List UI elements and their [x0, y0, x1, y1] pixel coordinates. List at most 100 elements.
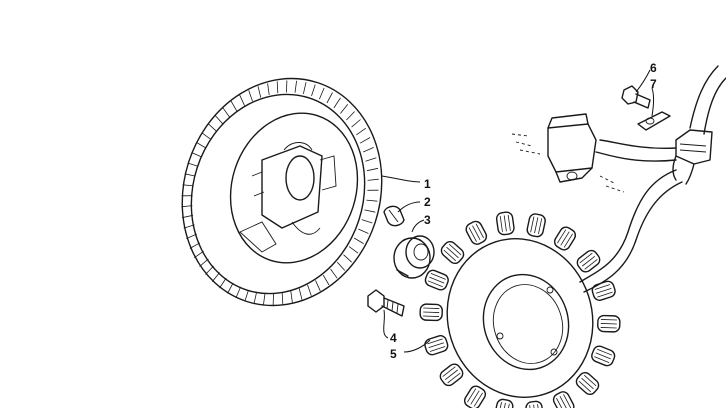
flywheel-tooth — [214, 115, 223, 125]
stator-pole — [575, 371, 600, 396]
stator-winding-line — [427, 338, 443, 345]
flywheel-tooth — [361, 219, 373, 224]
flywheel-tooth — [186, 233, 197, 239]
stator-winding-line — [563, 394, 572, 408]
stator-winding-line — [560, 231, 570, 246]
mounting-bolt — [367, 289, 405, 317]
flywheel-tooth — [359, 137, 371, 144]
callout-1: 1 — [424, 177, 431, 191]
spacer-collar — [393, 235, 435, 279]
stator-winding-line — [429, 276, 445, 284]
flywheel-tooth — [294, 80, 297, 93]
flywheel-tooth — [348, 246, 359, 254]
stator-winding-line — [600, 327, 617, 329]
flywheel-tooth — [330, 268, 338, 279]
screw-and-clamp — [621, 85, 671, 131]
stator-pole — [553, 226, 577, 251]
flywheel-tooth — [193, 250, 204, 259]
stator-winding-line — [505, 403, 510, 408]
stator-pole — [440, 240, 465, 265]
flywheel-tooth — [208, 123, 217, 132]
flywheel-tooth — [365, 157, 377, 162]
flywheel-tooth — [326, 92, 333, 104]
pickup-connector — [511, 113, 625, 193]
flywheel-tooth — [244, 289, 249, 302]
stator-winding-line — [556, 397, 565, 408]
stator-winding-line — [600, 319, 617, 321]
stator-winding-line — [423, 311, 440, 313]
flywheel-tooth — [333, 97, 341, 109]
stator-winding-line — [468, 227, 477, 242]
flywheel-tooth — [322, 274, 330, 286]
stator-winding-line — [503, 215, 507, 232]
stator-winding-line — [428, 342, 445, 349]
flywheel-tooth — [205, 265, 214, 275]
stator-winding-line — [448, 243, 462, 256]
stator-winding-line — [497, 401, 502, 408]
callout-3: 3 — [424, 213, 431, 227]
flywheel-tooth — [222, 107, 230, 118]
stator-winding-line — [475, 223, 484, 239]
flywheel-tooth — [272, 293, 274, 306]
stator-winding-line — [594, 356, 610, 363]
flywheel-tooth — [286, 80, 288, 93]
stator-pole — [597, 314, 621, 333]
flywheel-tooth — [230, 100, 238, 112]
flywheel-tooth — [191, 152, 202, 158]
flywheel-tooth — [303, 82, 307, 94]
stator-pole — [424, 335, 449, 356]
stator-winding-line — [507, 214, 511, 231]
stator-winding-line — [442, 366, 456, 377]
wiring-harness — [595, 65, 726, 185]
stator — [419, 169, 683, 408]
flywheel-tooth — [298, 288, 303, 300]
stator-winding-line — [597, 291, 613, 298]
stator-pole — [463, 385, 487, 408]
stator-pole — [495, 211, 515, 236]
stator-pole — [525, 400, 545, 408]
flywheel-tooth — [337, 261, 346, 271]
stator-winding-line — [594, 284, 611, 290]
flywheel-tooth — [181, 205, 193, 208]
stator-winding-line — [427, 280, 443, 288]
stator-winding-line — [472, 225, 481, 241]
flywheel-tooth — [263, 293, 266, 306]
flywheel-tooth — [253, 292, 257, 304]
stator-winding-line — [467, 388, 477, 403]
flywheel-tooth — [315, 280, 321, 292]
flywheel-tooth — [267, 83, 270, 95]
woodruff-key — [383, 205, 405, 227]
stator-winding-line — [534, 217, 539, 234]
flywheel-tooth — [346, 111, 355, 121]
stator-pole — [552, 391, 575, 408]
stator-winding-line — [597, 348, 613, 356]
stator-winding-line — [563, 233, 573, 248]
stator-pole — [494, 398, 514, 408]
stator-winding-line — [447, 372, 461, 384]
flywheel-tooth — [211, 272, 220, 282]
stator-pole — [439, 363, 464, 387]
flywheel-tooth — [311, 84, 316, 97]
callouts: 1 2 3 4 5 6 7 — [381, 61, 657, 361]
flywheel-tooth — [276, 81, 279, 94]
stator-winding-line — [578, 380, 592, 393]
flywheel-tooth — [235, 286, 241, 299]
stator-winding-line — [537, 404, 541, 408]
flywheel-tooth — [248, 90, 253, 102]
flywheel-tooth — [367, 178, 379, 181]
stator-pole — [576, 249, 601, 273]
stator-winding-line — [533, 404, 537, 408]
flywheel-tooth — [351, 119, 361, 128]
flywheel-tooth — [239, 94, 245, 106]
stator-pole — [591, 345, 616, 367]
flywheel-tooth — [181, 214, 194, 219]
stator-winding-line — [423, 315, 440, 317]
flywheel-tooth — [201, 132, 212, 140]
flywheel-tooth — [363, 147, 374, 153]
flywheel-tooth — [281, 292, 284, 305]
stator-winding-line — [579, 252, 593, 264]
stator-winding-line — [595, 352, 611, 360]
stator-winding-line — [429, 346, 446, 352]
flywheel-tooth — [290, 291, 293, 303]
